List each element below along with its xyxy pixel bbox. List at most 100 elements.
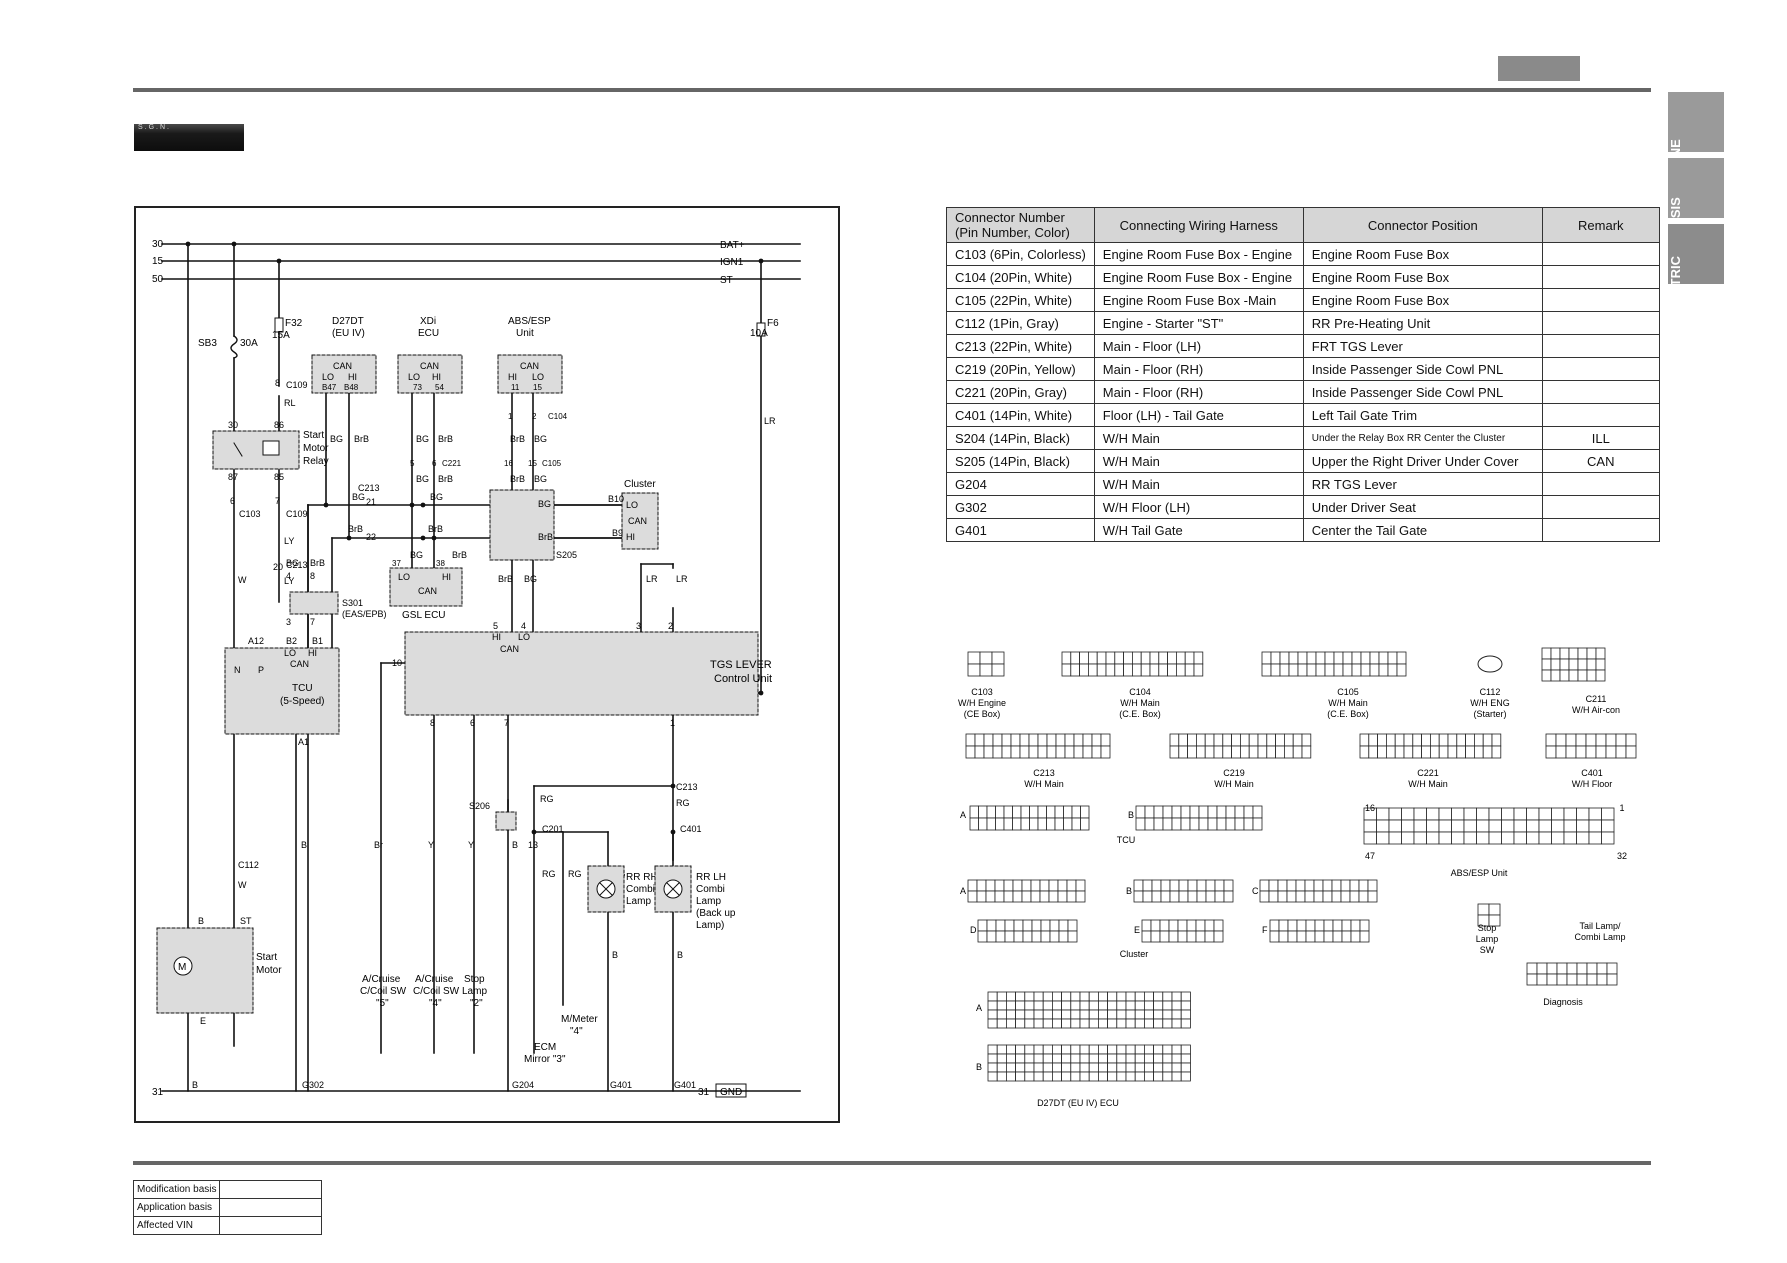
pin-cell — [1030, 890, 1041, 903]
pin-cell — [1204, 930, 1215, 943]
pin-cell — [1033, 991, 1044, 1002]
pin-cell — [1576, 962, 1588, 975]
pin-15b: 15 — [528, 459, 537, 468]
pin-cell — [1270, 651, 1281, 665]
pin-cell — [1171, 1053, 1182, 1064]
cell-position: Under the Relay Box RR Center the Cluste… — [1302, 426, 1543, 450]
footer-row: Application basis — [132, 1198, 323, 1217]
pin-cell — [994, 890, 1005, 903]
cell-harness: Main - Floor (RH) — [1093, 380, 1304, 404]
tab-electric[interactable]: ELECTRIC — [1668, 224, 1724, 321]
pin-cell — [1333, 663, 1344, 677]
pin-cell — [1107, 1062, 1118, 1073]
rrrh-3: Lamp — [626, 896, 651, 907]
pin-cell — [1314, 919, 1325, 932]
pin-cell — [1088, 1044, 1099, 1055]
pin-cell — [976, 890, 987, 903]
pin-cell — [1214, 890, 1225, 903]
pin-cell — [1171, 1000, 1182, 1011]
pin-cell — [1538, 831, 1552, 845]
pin-cell — [1586, 669, 1597, 682]
footer-value — [219, 1180, 323, 1199]
pin-cell — [1178, 890, 1189, 903]
pin-cell — [1070, 991, 1081, 1002]
cell-connector: C104 (20Pin, White) — [946, 265, 1095, 289]
cell-remark — [1541, 380, 1660, 404]
pin-cell — [1040, 930, 1051, 943]
pin-cell — [1231, 733, 1241, 747]
pin-cell — [1134, 991, 1145, 1002]
pin-cell — [1180, 1053, 1191, 1064]
pin-cell — [1301, 733, 1312, 747]
cell-connector: G302 — [946, 495, 1095, 519]
tab-engine[interactable]: ENGINE — [1668, 92, 1724, 189]
pin-cell — [1105, 651, 1116, 665]
wire-brb-3: BrB — [438, 474, 453, 484]
pin-cell — [1367, 890, 1378, 903]
rail-bat: BAT+ — [720, 240, 745, 251]
pin-cell — [1292, 745, 1303, 759]
pin-cell — [969, 817, 979, 831]
pin-cell — [1088, 1053, 1099, 1064]
pin-cell — [969, 805, 979, 819]
wire-bg-10: BG — [286, 558, 299, 568]
pin-cell — [1162, 1062, 1173, 1073]
pin-38: 38 — [436, 559, 445, 568]
wire-brb-5: BrB — [510, 474, 525, 484]
gsl-ecu — [389, 567, 463, 607]
cell-remark — [1541, 334, 1660, 358]
d27dt-can: CAN — [333, 361, 352, 371]
tab-chassis[interactable]: CHASSIS — [1668, 158, 1724, 255]
pin-cell — [1070, 1009, 1081, 1020]
pin-cell — [1429, 733, 1440, 747]
pin-cell — [1153, 1000, 1164, 1011]
pin-cell — [1006, 991, 1017, 1002]
pin-cell — [1595, 733, 1607, 747]
wire-bg-3: BG — [416, 474, 429, 484]
pin-cell — [1563, 807, 1577, 821]
rrrh-1: RR RH — [626, 872, 658, 883]
pin-cell — [1100, 745, 1111, 759]
pin-cell — [1438, 831, 1452, 845]
sm-pin-e: E — [200, 1016, 206, 1026]
pin-cell — [1555, 733, 1567, 747]
pin-cell — [1412, 745, 1422, 759]
cv-c213-1: C213 — [1033, 768, 1055, 778]
pin-cell — [1559, 669, 1570, 682]
pin-cell — [1198, 805, 1209, 819]
pin-7: 7 — [275, 496, 280, 506]
cell-position: Upper the Right Driver Under Cover — [1302, 449, 1543, 473]
pin-cell — [1024, 1062, 1035, 1073]
pin-cell — [1248, 733, 1259, 747]
pin-cell — [1024, 1053, 1035, 1064]
pin-cell — [1601, 807, 1615, 821]
pin-cell — [1022, 919, 1033, 932]
cruise4-3: "4" — [429, 998, 442, 1009]
pin-cell — [1401, 819, 1415, 833]
pin-cell — [1625, 745, 1637, 759]
pin-cell — [1052, 1053, 1063, 1064]
pin-cell — [1231, 745, 1241, 759]
rrlh-5: Lamp) — [696, 920, 724, 931]
pin-cell — [974, 733, 985, 747]
tcu-label-2: (5-Speed) — [280, 696, 324, 707]
cell-connector: C221 (20Pin, Gray) — [946, 380, 1095, 404]
pin-cell — [1091, 745, 1102, 759]
c213-label: C213 — [286, 560, 308, 570]
pin-cell — [1037, 805, 1047, 819]
pin-cell — [1042, 1044, 1053, 1055]
cv-tcu-a: A — [960, 810, 966, 820]
pin-cell — [1482, 745, 1493, 759]
pin-cell — [1474, 745, 1484, 759]
pin-cell — [1159, 930, 1170, 943]
pin-cell — [1123, 651, 1133, 665]
pin-cell — [994, 879, 1005, 892]
pin-cell — [1476, 807, 1490, 821]
pin-cell — [1061, 1044, 1072, 1055]
pin-cell — [1541, 669, 1552, 682]
pin-cell — [1187, 745, 1197, 759]
pin-cell — [1180, 817, 1191, 831]
sb3-label: SB3 — [198, 338, 217, 349]
pin-cell — [995, 919, 1006, 932]
